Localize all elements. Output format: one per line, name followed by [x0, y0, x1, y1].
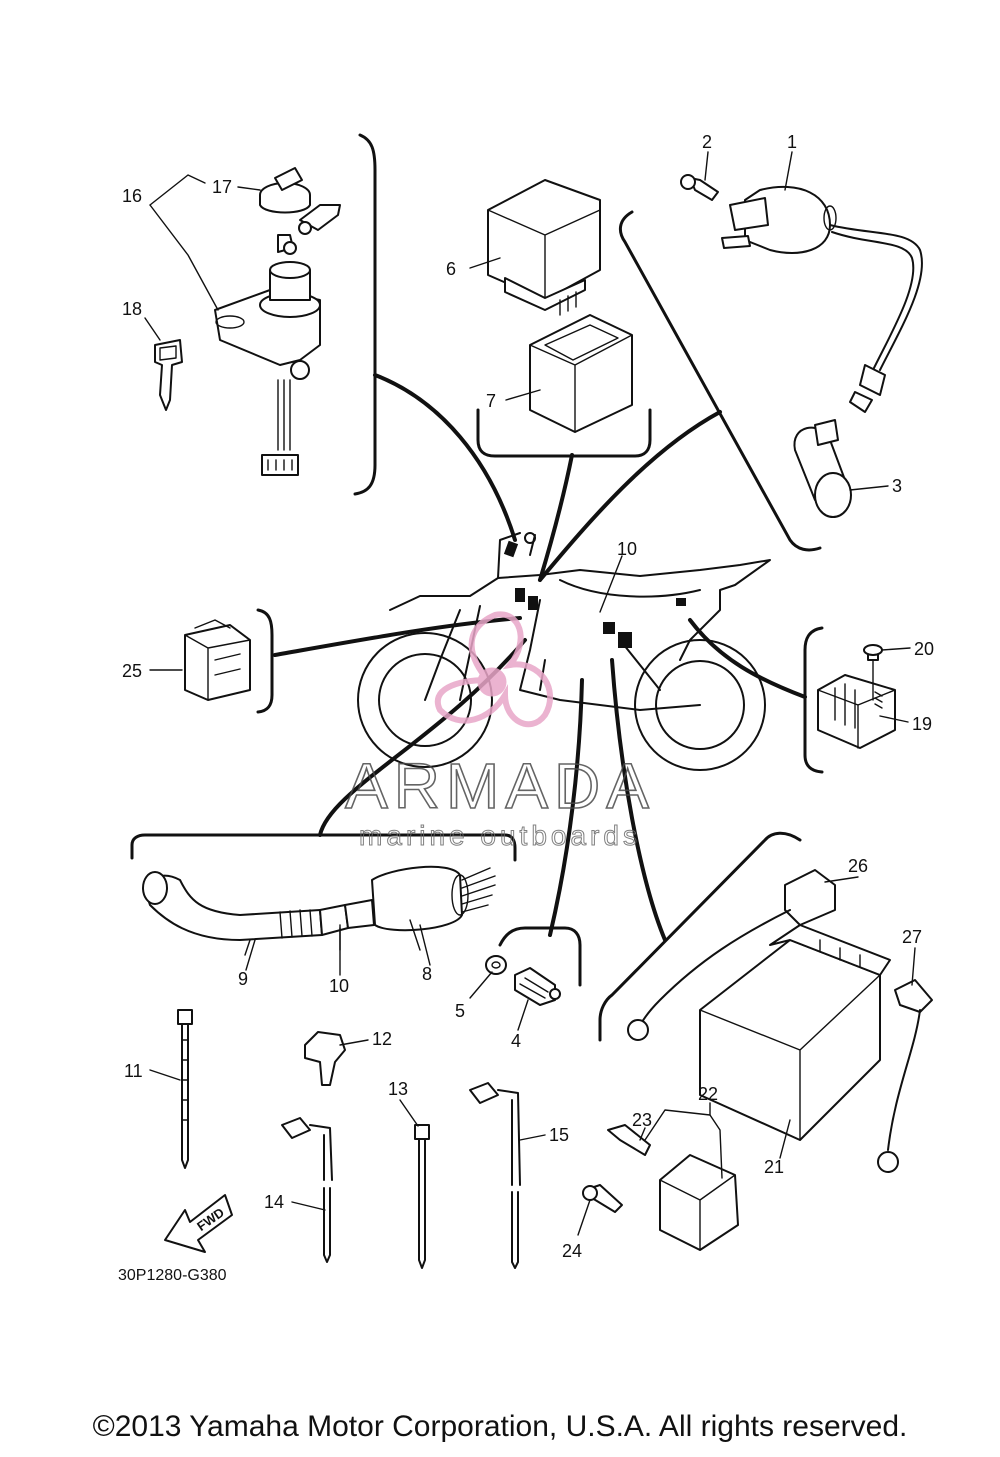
propeller-hub-icon [477, 667, 507, 697]
watermark-brand: ARMADA [345, 750, 655, 822]
connector-25 [184, 619, 251, 701]
label-7: 7 [486, 391, 496, 411]
label-21: 21 [764, 1157, 784, 1177]
label-20: 20 [914, 639, 934, 659]
motorcycle-outline [357, 532, 771, 771]
label-22: 22 [698, 1084, 718, 1104]
label-8: 8 [422, 964, 432, 984]
forward-arrow-icon: FWD [164, 1194, 233, 1253]
ignition-coil-assembly [680, 174, 923, 518]
label-13: 13 [388, 1079, 408, 1099]
label-27: 27 [902, 927, 922, 947]
panel-brackets [130, 133, 824, 1042]
fastener-parts [177, 1009, 521, 1269]
label-4: 4 [511, 1031, 521, 1051]
label-26: 26 [848, 856, 868, 876]
label-5: 5 [455, 1001, 465, 1021]
battery-assembly [582, 869, 933, 1251]
label-9: 9 [238, 969, 248, 989]
wire-harness-assembly [142, 865, 496, 956]
label-25: 25 [122, 661, 142, 681]
regulator-assembly [817, 644, 896, 749]
label-19: 19 [912, 714, 932, 734]
label-18: 18 [122, 299, 142, 319]
label-3: 3 [892, 476, 902, 496]
propeller-logo-icon [434, 611, 553, 728]
main-switch-assembly [154, 167, 341, 476]
label-10-bike: 10 [617, 539, 637, 559]
relay-assembly [487, 179, 633, 433]
label-2: 2 [702, 132, 712, 152]
part-labels: 1 2 3 4 5 6 7 8 9 10 10 11 12 13 14 15 1… [118, 132, 934, 1284]
label-12: 12 [372, 1029, 392, 1049]
leader-lines [144, 151, 916, 1236]
diagram-code: 30P1280-G380 [118, 1267, 227, 1284]
label-23: 23 [632, 1110, 652, 1130]
label-17: 17 [212, 177, 232, 197]
label-15: 15 [549, 1125, 569, 1145]
label-14: 14 [264, 1192, 284, 1212]
watermark-tagline: marine outboards [359, 820, 641, 851]
armada-watermark-logo: ARMADA marine outboards [344, 611, 655, 852]
label-11: 11 [124, 1061, 143, 1081]
label-1: 1 [787, 132, 797, 152]
label-16: 16 [122, 186, 142, 206]
neutral-switch-assembly [485, 955, 561, 1006]
label-24: 24 [562, 1241, 582, 1261]
label-6: 6 [446, 259, 456, 279]
connector-lines [273, 373, 807, 942]
copyright-notice: ©2013 Yamaha Motor Corporation, U.S.A. A… [92, 1410, 908, 1443]
label-10-harness: 10 [329, 976, 349, 996]
